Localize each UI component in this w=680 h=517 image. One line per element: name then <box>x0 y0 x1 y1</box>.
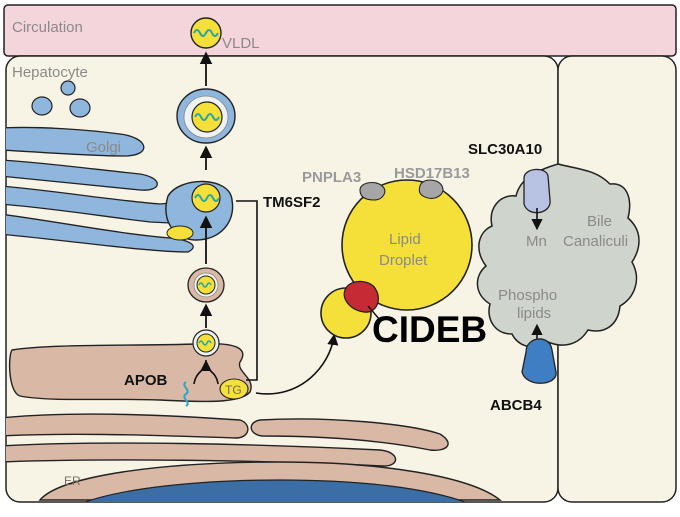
hsd17b13-label: HSD17B13 <box>394 165 470 182</box>
mn-label: Mn <box>526 233 547 250</box>
vldl-label: VLDL <box>222 35 260 52</box>
lipid-droplet-label-2: Droplet <box>379 252 428 269</box>
tm6sf2-yellow-blob <box>166 225 194 241</box>
tg-label: TG <box>225 383 242 397</box>
pnpla3-label: PNPLA3 <box>302 169 361 186</box>
tm6sf2-bracket <box>236 200 258 381</box>
er-structure <box>6 342 502 502</box>
er-label: ER <box>64 474 81 488</box>
circulation-band <box>3 4 677 57</box>
vldl-particle <box>190 17 222 49</box>
lipid-droplet-label-1: Lipid <box>389 231 421 248</box>
golgi-label: Golgi <box>86 139 121 156</box>
cideb-label: CIDEB <box>372 309 487 350</box>
slc30a10-protein <box>523 168 551 214</box>
tg-blob <box>219 378 249 400</box>
phospho-label-2: lipids <box>517 305 551 322</box>
hsd17b13-protein <box>418 179 444 199</box>
tm6sf2-label: TM6SF2 <box>263 194 321 211</box>
transport-vesicle <box>187 267 225 303</box>
bile-label-2: Canaliculi <box>563 233 628 250</box>
circulation-label: Circulation <box>12 19 83 36</box>
golgi-vesicles <box>31 80 91 118</box>
phospho-label-1: Phospho <box>498 287 557 304</box>
abcb4-protein <box>521 338 557 384</box>
golgi-lipoprotein <box>191 183 221 213</box>
apob-squiggle <box>183 381 189 407</box>
secretory-vesicle <box>176 88 236 144</box>
hepatocyte-label: Hepatocyte <box>12 64 88 81</box>
er-lipoprotein <box>192 329 220 357</box>
bile-label-1: Bile <box>587 213 612 230</box>
nucleus <box>79 479 471 502</box>
slc30a10-label: SLC30A10 <box>468 141 542 158</box>
abcb4-label: ABCB4 <box>490 397 542 414</box>
lipid-droplet <box>341 179 473 311</box>
er-to-droplet-arrow <box>255 333 339 395</box>
cideb-protein <box>343 280 379 313</box>
apob-label: APOB <box>124 372 168 389</box>
apob-tg-merge-arrow <box>193 360 219 385</box>
cideb-pointer <box>367 305 381 321</box>
pnpla3-protein <box>359 181 386 201</box>
golgi-stack <box>6 126 207 253</box>
